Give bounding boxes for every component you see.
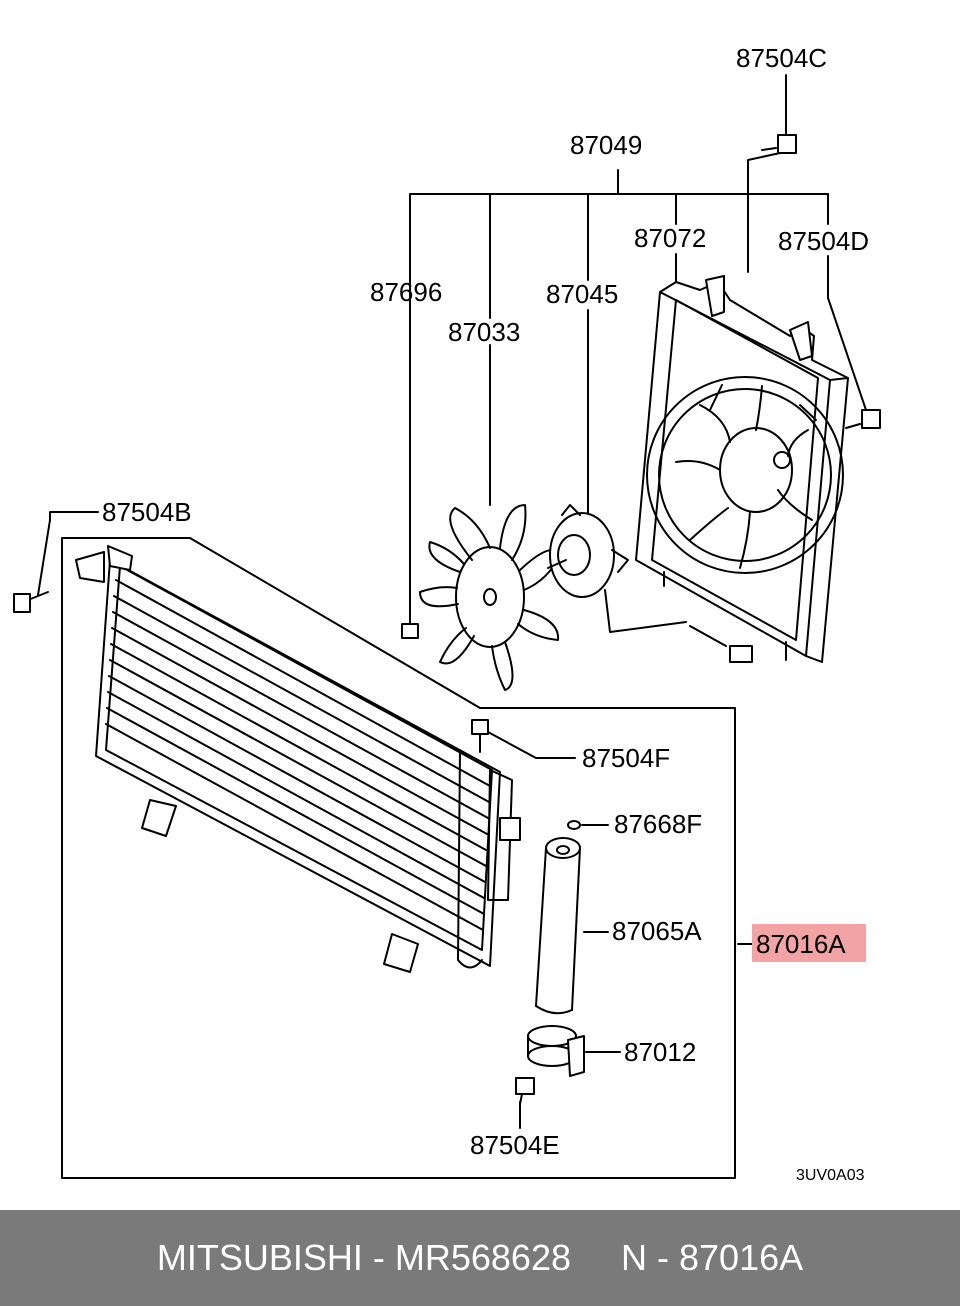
label-87504d: 87504D [778,226,869,256]
label-87504f: 87504F [582,743,670,773]
label-87049: 87049 [570,130,642,160]
parts-diagram: 87504C 87049 87072 87504D 87696 87045 87… [13,43,881,1184]
label-87504e: 87504E [470,1130,560,1160]
assembly-outline [61,537,736,1179]
label-87033: 87033 [448,317,520,347]
label-87065a: 87065A [612,916,702,946]
condenser-core [75,545,521,973]
bolt-87504b [13,591,49,613]
label-87072: 87072 [634,223,706,253]
nut-87696 [401,623,419,639]
o-ring-87668f [567,820,581,830]
footer-part-number: MR568628 [394,1237,571,1278]
label-87012: 87012 [624,1037,696,1067]
receiver-drier [535,837,581,1015]
footer-separator-2: - [647,1237,680,1278]
assembly-outline-diagonal [189,537,481,709]
bolt-87504d [845,409,881,429]
footer-bar: MITSUBISHI - MR568628 N - 87016A [0,1210,960,1306]
label-87016a: 87016A [756,929,846,959]
footer-n-prefix: N [621,1237,648,1278]
diagram-code: 3UV0A03 [796,1167,865,1184]
label-87668f: 87668F [614,809,702,839]
highlight-87016a [752,924,866,962]
leader-lines [37,74,867,1129]
footer-separator: - [362,1237,395,1278]
fan-motor [547,504,753,663]
label-87045: 87045 [546,279,618,309]
bolt-87504f [471,719,489,753]
footer-ref: 87016A [679,1237,804,1278]
footer-brand: MITSUBISHI [156,1237,363,1278]
fan-blade [419,504,561,691]
label-87696: 87696 [370,277,442,307]
bolt-87504e [515,1077,535,1105]
footer-gap [571,1237,621,1279]
drier-bracket [527,1025,585,1077]
label-87504b: 87504B [102,497,192,527]
label-87504c: 87504C [736,43,827,73]
fan-shroud [635,275,849,663]
bolt-87504c [761,134,797,154]
